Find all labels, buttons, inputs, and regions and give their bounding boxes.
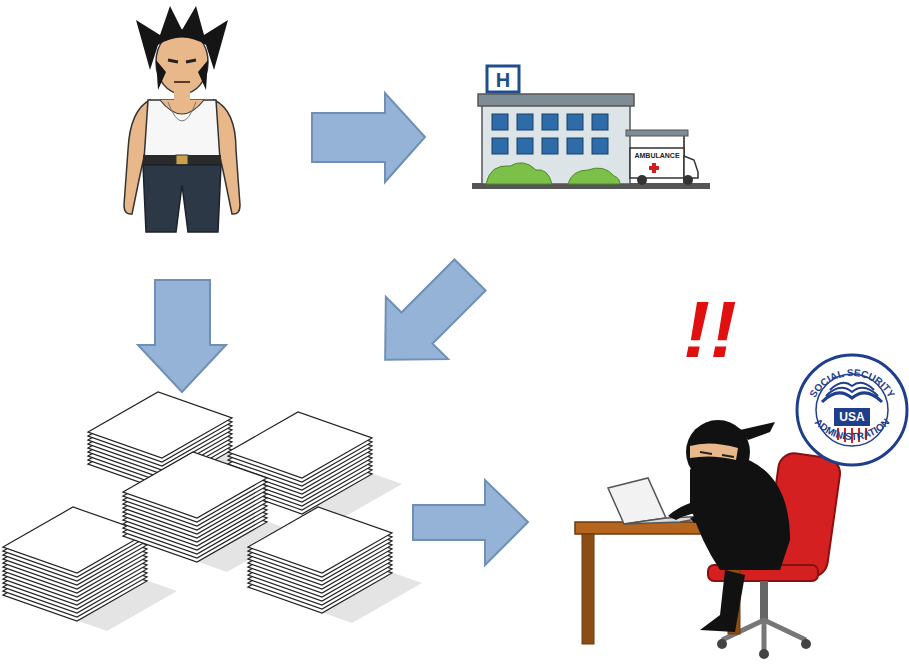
logo-top-text: SOCIAL SECURITY [807,367,897,400]
paper-stacks [3,392,422,631]
paper-sheet [123,452,267,518]
ambulance-text: AMBULANCE [634,152,679,159]
logo-top-text: SOCIAL SECURITY [807,367,897,400]
hacker-figure [575,420,842,659]
alarm-marks: !! [683,290,736,370]
paper-sheet [248,507,392,573]
paper-sheet [228,412,372,478]
person-figure [124,6,240,232]
hospital-sign: H [496,70,510,90]
logo-usa: USA [839,411,864,423]
hospital-building [472,66,710,189]
ssa-logo [797,355,907,465]
paper-sheet [88,392,232,458]
